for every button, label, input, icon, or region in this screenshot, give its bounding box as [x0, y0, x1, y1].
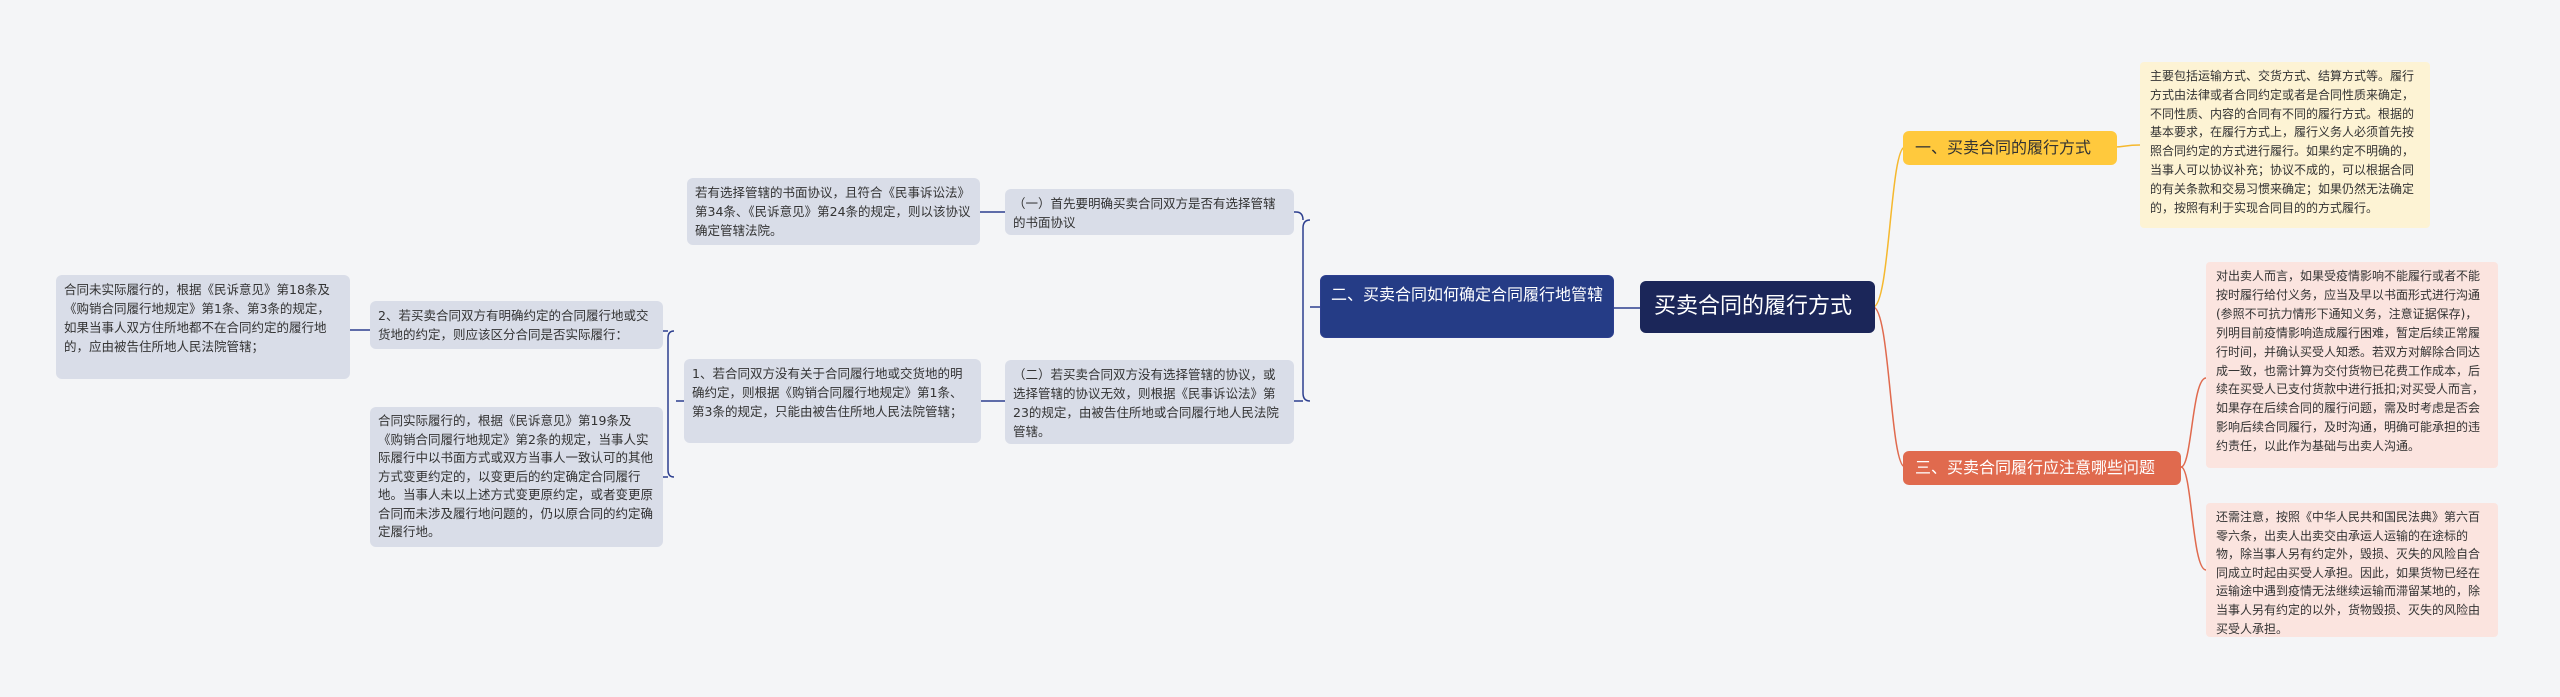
node-d1-explicit-location[interactable]: 2、若买卖合同双方有明确约定的合同履行地或交货地的约定，则应该区分合同是否实际履… — [370, 301, 663, 349]
leaf-text: 还需注意，按照《中华人民共和国民法典》第六百零六条，出卖人出卖交由承运人运输的在… — [2216, 510, 2481, 636]
leaf-text: 对出卖人而言，如果受疫情影响不能履行或者不能按时履行给付义务，应当及早以书面形式… — [2216, 269, 2485, 454]
node-text: 1、若合同双方没有关于合同履行地或交货地的明确约定，则根据《购销合同履行地规定》… — [692, 366, 963, 419]
node-text: 合同实际履行的，根据《民诉意见》第19条及《购销合同履行地规定》第2条的规定，当… — [378, 413, 654, 539]
node-c1-child[interactable]: 若有选择管辖的书面协议，且符合《民事诉讼法》第34条、《民诉意见》第24条的规定… — [687, 178, 980, 245]
node-d2-actual-performance[interactable]: 合同实际履行的，根据《民诉意见》第19条及《购销合同履行地规定》第2条的规定，当… — [370, 407, 663, 547]
leaf-notes-2[interactable]: 还需注意，按照《中华人民共和国民法典》第六百零六条，出卖人出卖交由承运人运输的在… — [2206, 503, 2498, 637]
node-c2-no-agreement[interactable]: （二）若买卖合同双方没有选择管辖的协议，或选择管辖的协议无效，则根据《民事诉讼法… — [1005, 360, 1294, 444]
node-c1-written-agreement[interactable]: （一）首先要明确买卖合同双方是否有选择管辖的书面协议 — [1005, 189, 1294, 235]
node-text: （一）首先要明确买卖合同双方是否有选择管辖的书面协议 — [1013, 196, 1276, 230]
leaf-text: 主要包括运输方式、交货方式、结算方式等。履行方式由法律或者合同约定或者是合同性质… — [2150, 69, 2415, 215]
branch-label: 三、买卖合同履行应注意哪些问题 — [1915, 458, 2156, 477]
root-node[interactable]: 买卖合同的履行方式 — [1640, 281, 1875, 333]
link-g1-bracket — [663, 330, 684, 478]
branch-label: 二、买卖合同如何确定合同履行地管辖 — [1331, 285, 1604, 304]
node-c2-child[interactable]: 1、若合同双方没有关于合同履行地或交货地的明确约定，则根据《购销合同履行地规定》… — [684, 359, 981, 443]
node-text: （二）若买卖合同双方没有选择管辖的协议，或选择管辖的协议无效，则根据《民事诉讼法… — [1013, 367, 1279, 439]
branch-label: 一、买卖合同的履行方式 — [1915, 138, 2092, 157]
branch-notes[interactable]: 三、买卖合同履行应注意哪些问题 — [1903, 451, 2181, 485]
link-b3-leaf1 — [2180, 377, 2207, 468]
branch-performance-method[interactable]: 一、买卖合同的履行方式 — [1903, 131, 2117, 165]
link-b3-leaf2 — [2180, 466, 2207, 571]
node-text: 合同未实际履行的，根据《民诉意见》第18条及《购销合同履行地规定》第1条、第3条… — [64, 282, 330, 354]
root-title: 买卖合同的履行方式 — [1654, 294, 1853, 319]
node-text: 若有选择管辖的书面协议，且符合《民事诉讼法》第34条、《民诉意见》第24条的规定… — [695, 185, 971, 238]
link-b1-leaf — [2114, 144, 2141, 148]
leaf-performance-method[interactable]: 主要包括运输方式、交货方式、结算方式等。履行方式由法律或者合同约定或者是合同性质… — [2140, 62, 2430, 228]
node-d1-child-not-performed[interactable]: 合同未实际履行的，根据《民诉意见》第18条及《购销合同履行地规定》第1条、第3条… — [56, 275, 350, 379]
branch-jurisdiction[interactable]: 二、买卖合同如何确定合同履行地管辖 — [1320, 275, 1614, 338]
node-text: 2、若买卖合同双方有明确约定的合同履行地或交货地的约定，则应该区分合同是否实际履… — [378, 308, 649, 342]
link-root-b3 — [1872, 306, 1906, 468]
link-root-b1 — [1872, 146, 1906, 308]
link-b2-bracket — [1294, 211, 1320, 402]
leaf-notes-1[interactable]: 对出卖人而言，如果受疫情影响不能履行或者不能按时履行给付义务，应当及早以书面形式… — [2206, 262, 2498, 468]
